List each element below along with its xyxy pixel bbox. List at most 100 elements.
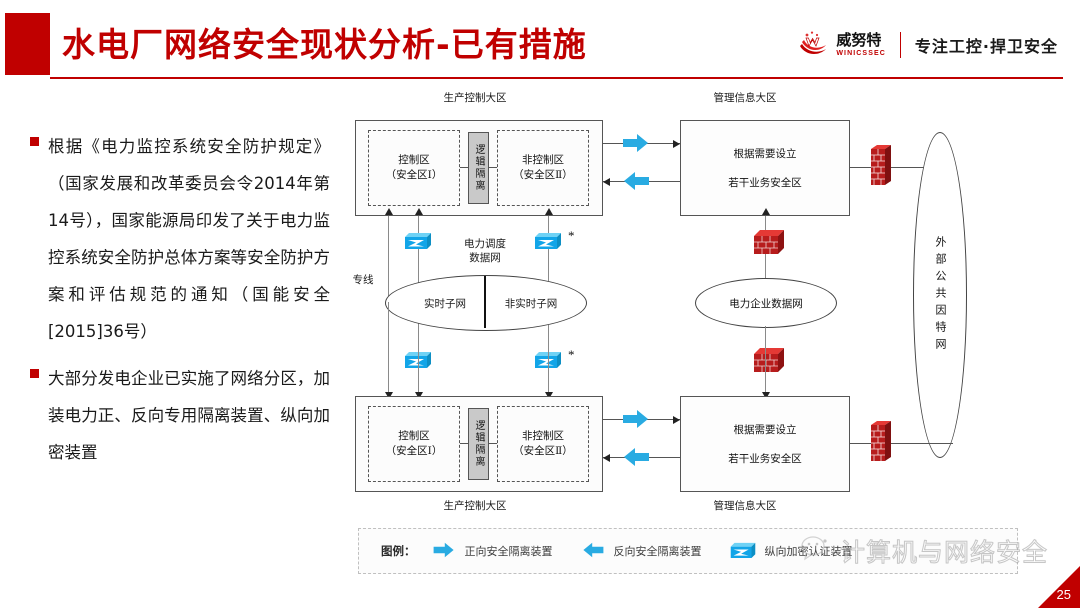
label-management-zone-top: 管理信息大区 — [713, 92, 777, 104]
dispatch-realtime-line-bottom — [418, 326, 420, 396]
label-management-zone-bottom: 管理信息大区 — [713, 500, 777, 512]
asterisk-marker: * — [568, 347, 575, 362]
reverse-isolation-arrow-top — [623, 171, 649, 196]
dispatch-nonrealtime-line-bottom — [548, 326, 550, 396]
logo-divider — [899, 32, 901, 58]
legend-title: 图例： — [381, 544, 416, 558]
control-area-subtitle: （安全区Ⅰ） — [385, 169, 443, 181]
label-production-zone-bottom: 生产控制大区 — [443, 500, 507, 512]
control-area-top: 控制区 （安全区Ⅰ） — [368, 130, 460, 206]
subnet-divider — [484, 276, 486, 328]
vpn-device-icon — [405, 231, 431, 254]
header-divider — [50, 77, 1063, 79]
realtime-subnet-label: 实时子网 — [424, 298, 466, 310]
logic-isolation-bottom: 逻辑隔离 — [468, 408, 489, 480]
forward-isolation-arrow-top — [623, 133, 649, 158]
dispatch-network-label-line1: 电力调度 — [464, 238, 506, 250]
arrowhead-down-icon — [414, 392, 423, 399]
bullet-square-icon — [30, 369, 39, 378]
legend-label-forward: 正向安全隔离装置 — [464, 545, 553, 558]
control-area-bottom: 控制区 （安全区Ⅰ） — [368, 406, 460, 482]
external-internet-label: 外部公共因特网 — [934, 236, 947, 355]
legend-item-vpn: 纵向加密认证装置 — [730, 541, 853, 561]
vpn-device-icon — [535, 350, 561, 373]
list-item: 根据《电力监控系统安全防护规定》（国家发展和改革委员会令2014年第14号），国… — [30, 128, 330, 350]
page-title: 水电厂网络安全现状分析-已有措施 — [62, 25, 587, 64]
noncontrol-area-title: 非控制区 — [522, 430, 564, 442]
control-area-subtitle: （安全区Ⅰ） — [385, 445, 443, 457]
dispatch-data-network-ellipse — [385, 275, 587, 331]
bullet-list: 根据《电力监控系统安全防护规定》（国家发展和改革委员会令2014年第14号），国… — [30, 128, 330, 481]
mgmt-to-enterprise-line-bottom — [765, 326, 767, 396]
management-zone-box-bottom: 根据需要设立 若干业务安全区 — [680, 396, 850, 492]
legend-label-reverse: 反向安全隔离装置 — [613, 545, 702, 558]
bullet-text: 根据《电力监控系统安全防护规定》（国家发展和改革委员会令2014年第14号），国… — [48, 137, 330, 341]
bullet-square-icon — [30, 137, 39, 146]
firewall-icon — [868, 145, 892, 194]
arrowhead-up-icon — [384, 208, 393, 215]
legend-label-vpn: 纵向加密认证装置 — [764, 545, 853, 558]
mgmt-line-2: 若干业务安全区 — [728, 453, 802, 465]
logic-isolation-label: 逻辑隔离 — [473, 420, 484, 468]
arrowhead-up-icon — [761, 208, 770, 215]
asterisk-marker: * — [568, 228, 575, 243]
dedicated-line-vertical-lower — [388, 302, 390, 396]
control-area-title: 控制区 — [398, 154, 430, 166]
arrowhead-down-icon — [761, 392, 770, 399]
noncontrol-area-title: 非控制区 — [522, 154, 564, 166]
logic-isolation-label: 逻辑隔离 — [473, 144, 484, 192]
reverse-arrow-icon — [581, 542, 605, 561]
list-item: 大部分发电企业已实施了网络分区，加装电力正、反向专用隔离装置、纵向加密装置 — [30, 360, 330, 471]
forward-arrow-icon — [432, 542, 456, 561]
watermark-text: 计算机与网络安全 — [839, 538, 1049, 568]
connector-line — [489, 167, 497, 169]
legend-item-forward: 正向安全隔离装置 — [432, 542, 553, 561]
winicssec-logo-icon — [798, 30, 828, 60]
reverse-isolation-arrow-bottom — [623, 447, 649, 472]
connector-line — [489, 443, 497, 445]
noncontrol-area-subtitle: （安全区Ⅱ） — [513, 169, 573, 181]
legend-item-reverse: 反向安全隔离装置 — [581, 542, 702, 561]
brand-logo: 威努特 WINICSSEC 专注工控·捍卫安全 — [798, 30, 1058, 60]
mgmt-to-internet-line-top — [850, 167, 953, 169]
mgmt-line-1: 根据需要设立 — [733, 424, 797, 436]
connector-line — [460, 167, 468, 169]
forward-isolation-arrow-bottom — [623, 409, 649, 434]
page-number-triangle — [1038, 566, 1080, 608]
enterprise-data-network-ellipse: 电力企业数据网 — [695, 278, 837, 328]
vpn-device-icon — [730, 541, 756, 561]
arrowhead-right-icon — [673, 139, 680, 148]
mgmt-line-1: 根据需要设立 — [733, 148, 797, 160]
enterprise-network-label: 电力企业数据网 — [729, 297, 803, 310]
page-number: 25 — [1056, 587, 1071, 602]
arrowhead-down-icon — [544, 392, 553, 399]
arrowhead-right-icon — [673, 415, 680, 424]
logo-name-cn: 威努特 — [836, 31, 882, 49]
mgmt-line-2: 若干业务安全区 — [728, 177, 802, 189]
bullet-text: 大部分发电企业已实施了网络分区，加装电力正、反向专用隔离装置、纵向加密装置 — [48, 369, 330, 462]
logo-slogan: 专注工控·捍卫安全 — [914, 37, 1058, 56]
wechat-icon — [800, 534, 834, 569]
arrowhead-up-icon — [544, 208, 553, 215]
watermark: 计算机与网络安全 — [800, 533, 1048, 569]
arrowhead-left-icon — [603, 177, 610, 186]
legend: 图例： 正向安全隔离装置 反向安全隔离装置 纵向加密认证装置 — [358, 528, 1018, 574]
nonrealtime-subnet-label: 非实时子网 — [504, 298, 558, 310]
vpn-device-icon — [535, 231, 561, 254]
header-accent-block — [5, 13, 50, 75]
management-zone-box-top: 根据需要设立 若干业务安全区 — [680, 120, 850, 216]
arrowhead-left-icon — [603, 453, 610, 462]
logo-wordmark: 威努特 WINICSSEC — [836, 31, 886, 58]
firewall-icon — [868, 421, 892, 470]
logo-name-en: WINICSSEC — [836, 50, 886, 57]
firewall-icon — [748, 228, 784, 263]
arrowhead-down-icon — [384, 392, 393, 399]
noncontrol-area-bottom: 非控制区 （安全区Ⅱ） — [497, 406, 589, 482]
label-production-zone-top: 生产控制大区 — [443, 92, 507, 104]
dispatch-network-label-line2: 数据网 — [469, 252, 501, 264]
network-architecture-diagram: 生产控制大区 管理信息大区 控制区 （安全区Ⅰ） 逻辑隔离 非控制区 （安全区Ⅱ… — [340, 88, 1080, 588]
connector-line — [460, 443, 468, 445]
noncontrol-area-top: 非控制区 （安全区Ⅱ） — [497, 130, 589, 206]
mgmt-to-internet-line-bottom — [850, 443, 953, 445]
